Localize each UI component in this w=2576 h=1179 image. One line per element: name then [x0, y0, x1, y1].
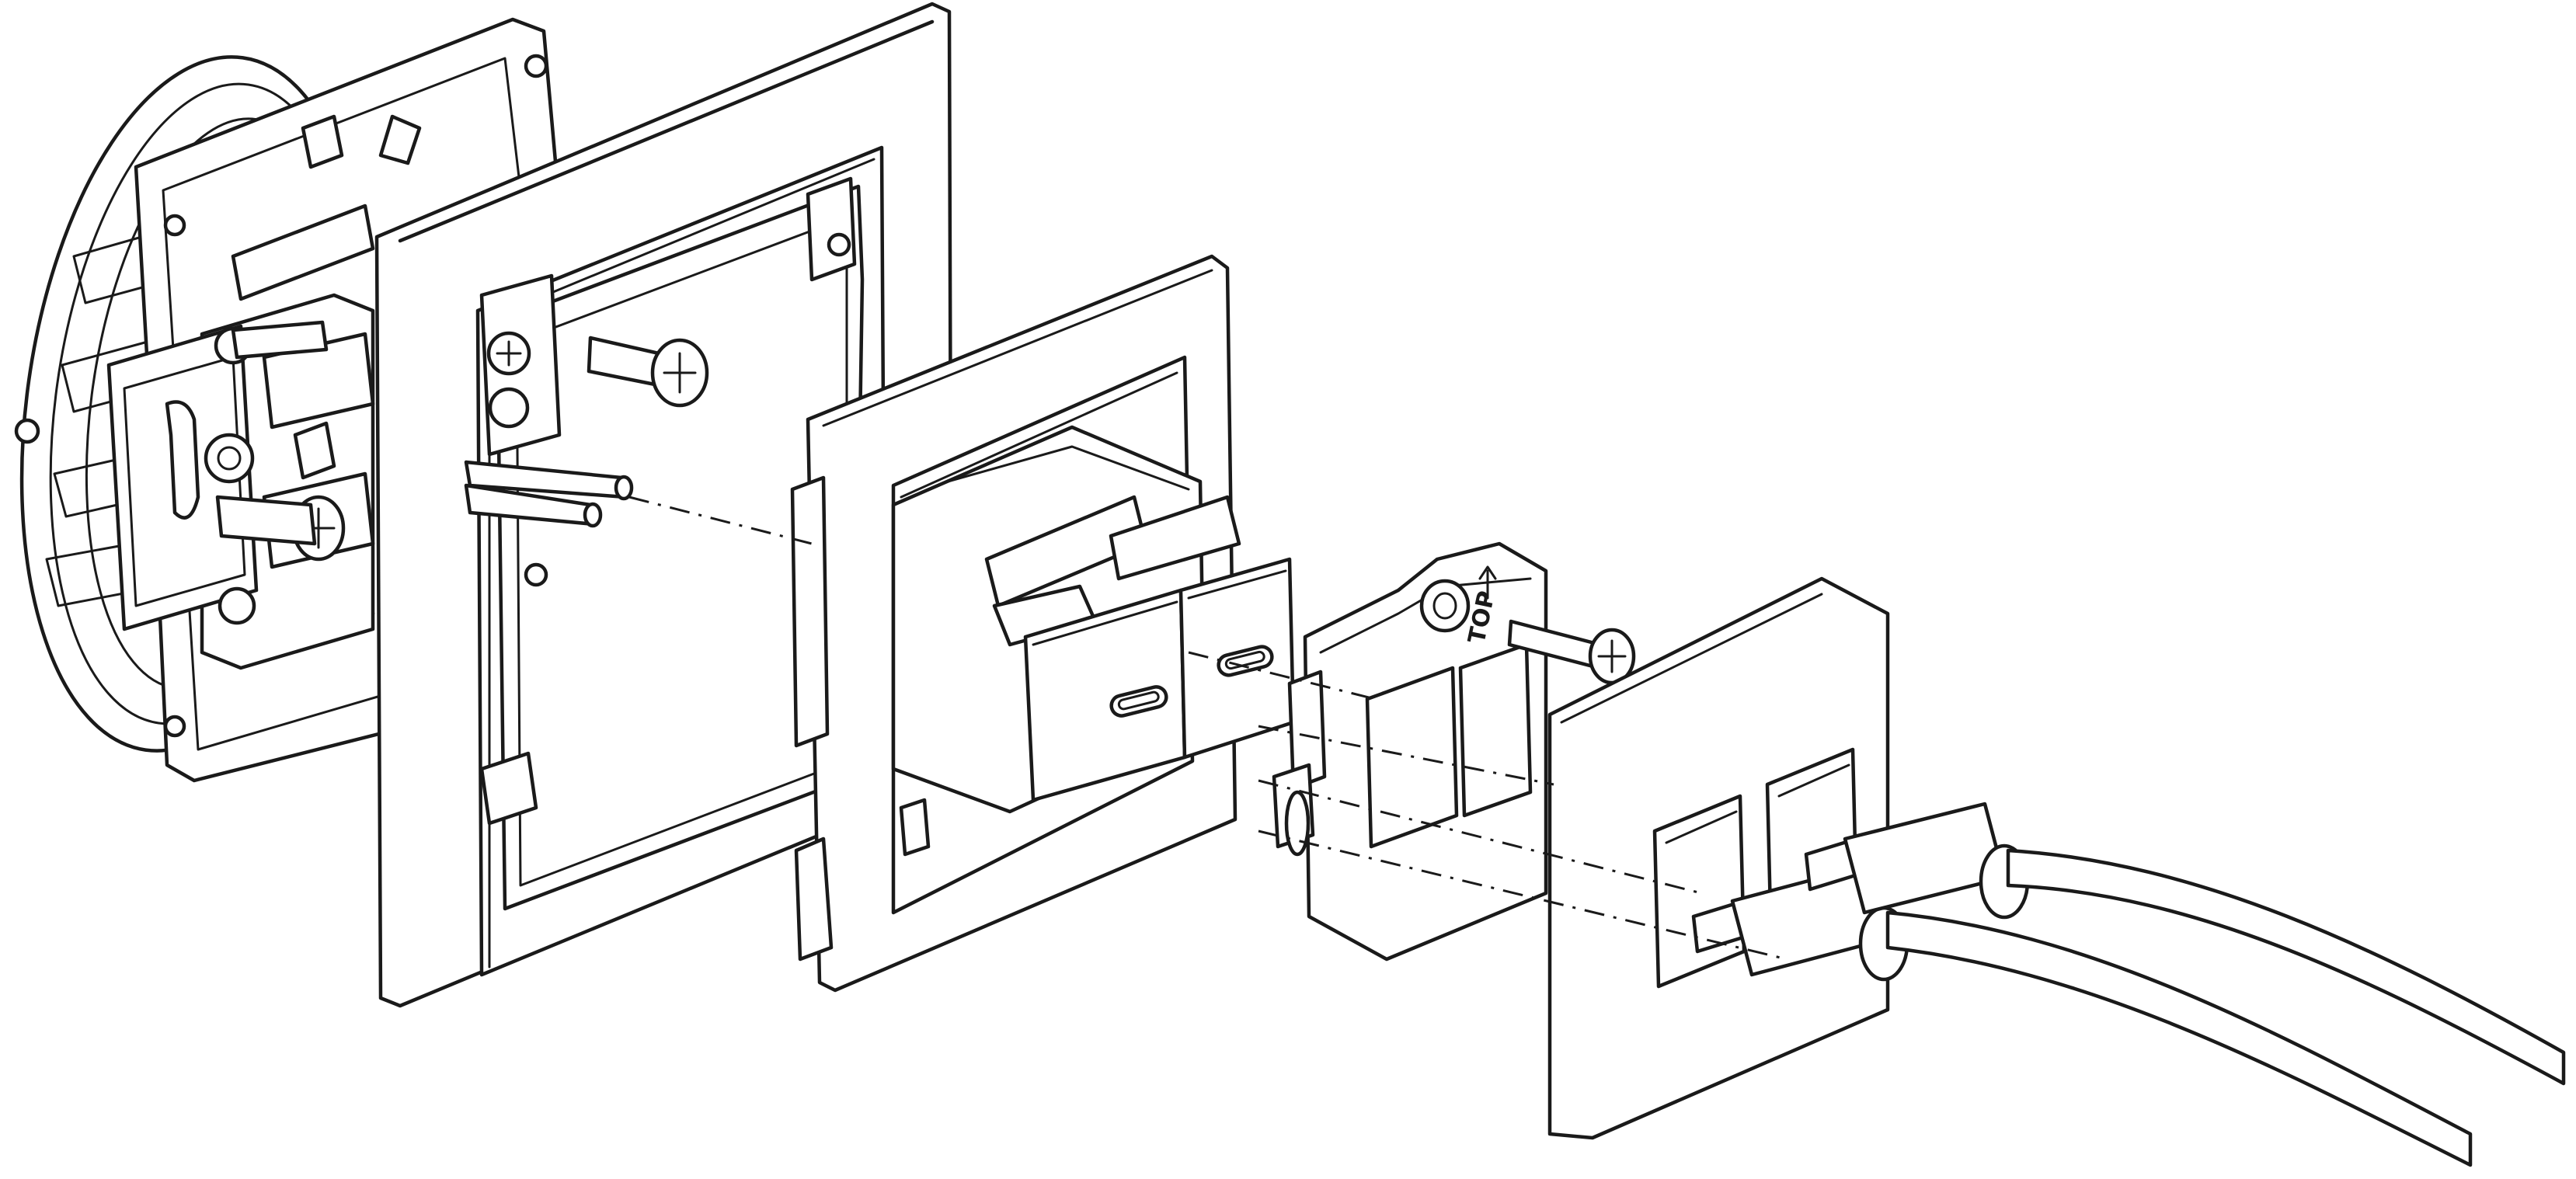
- terminal-block-frame: [479, 273, 562, 457]
- assembly-axis-lines: [628, 496, 1788, 961]
- usb-c-port-right: [1178, 557, 1296, 760]
- usb-c-cable-lower: [1691, 864, 2473, 1167]
- socket-mechanism-core: [106, 293, 375, 670]
- terminal-screw-left-upper: [215, 320, 346, 562]
- supply-wires: [464, 460, 634, 528]
- frame-screw: [587, 336, 709, 408]
- usb-c-cable-upper: [1804, 802, 2566, 1086]
- front-cover-plate: [1547, 576, 1890, 1140]
- adapter-plate: [1272, 541, 1548, 962]
